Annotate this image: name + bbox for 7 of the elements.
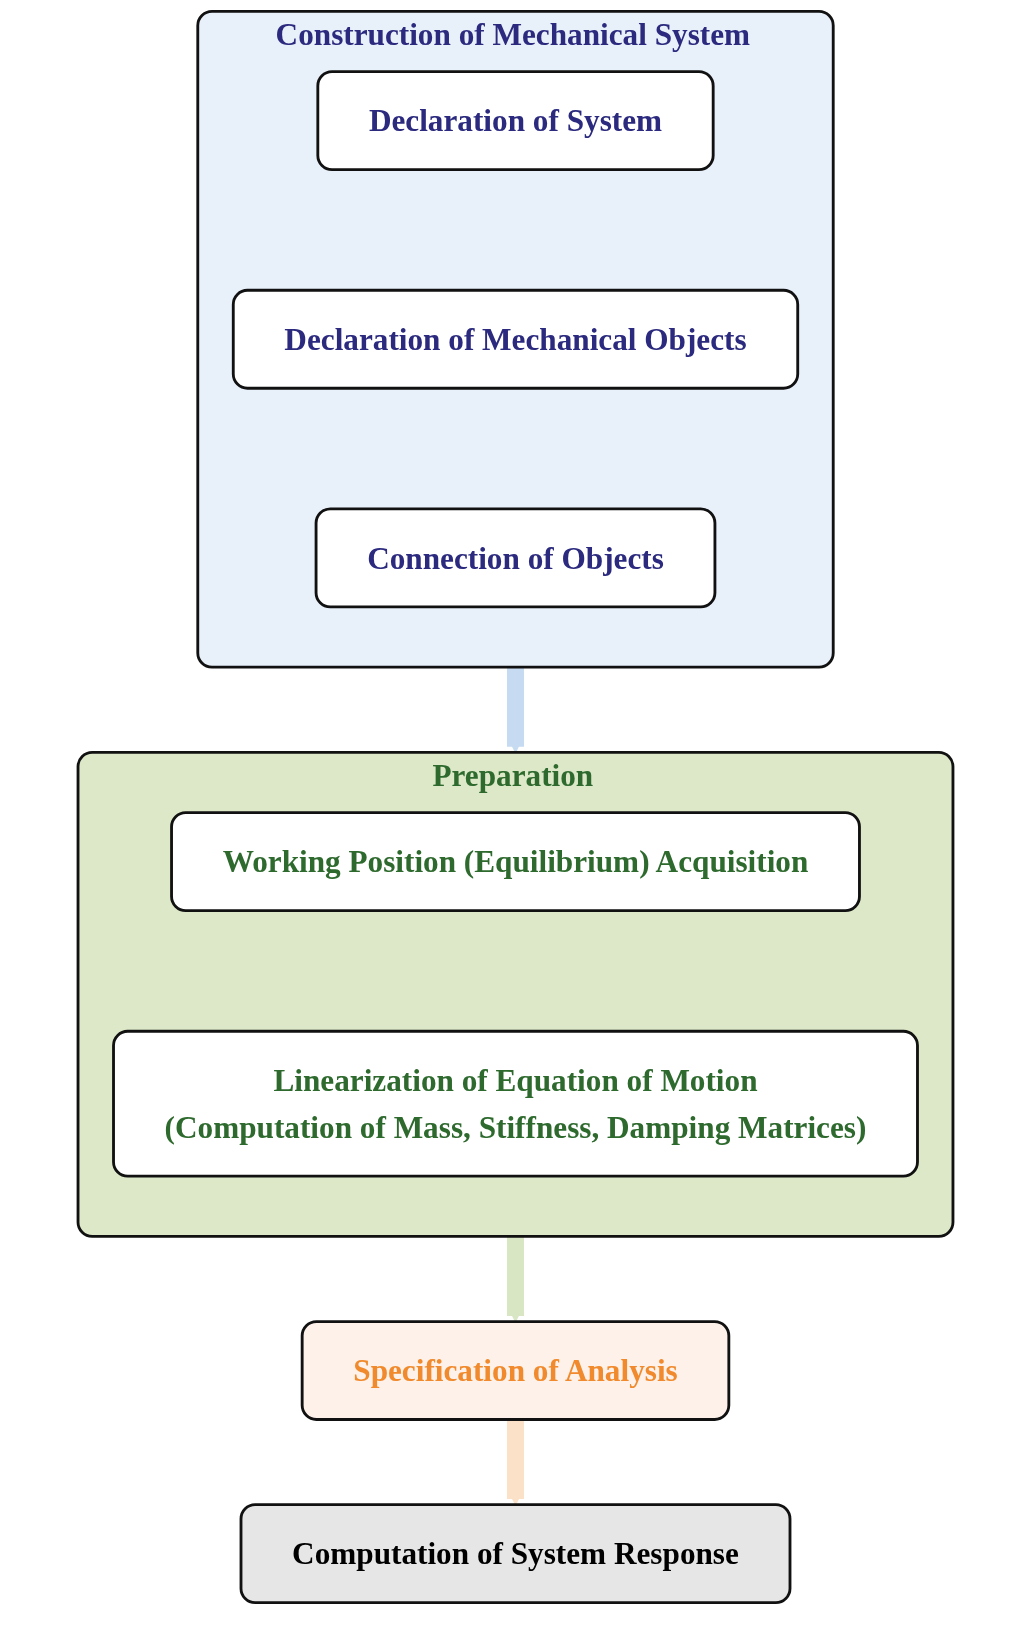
node-box: Declaration of System <box>316 70 715 172</box>
node-box: Working Position (Equilibrium) Acquisition <box>170 811 861 913</box>
node-box: Specification of Analysis <box>300 1320 731 1421</box>
node-box: Linearization of Equation of Motion (Computation of Mass, Stiffness, Damping Matrices) <box>112 1029 919 1178</box>
node-box: Computation of System Response <box>239 1503 792 1605</box>
node-box: Connection of Objects <box>314 507 717 609</box>
node-box: Declaration of Mechanical Objects <box>231 288 800 390</box>
